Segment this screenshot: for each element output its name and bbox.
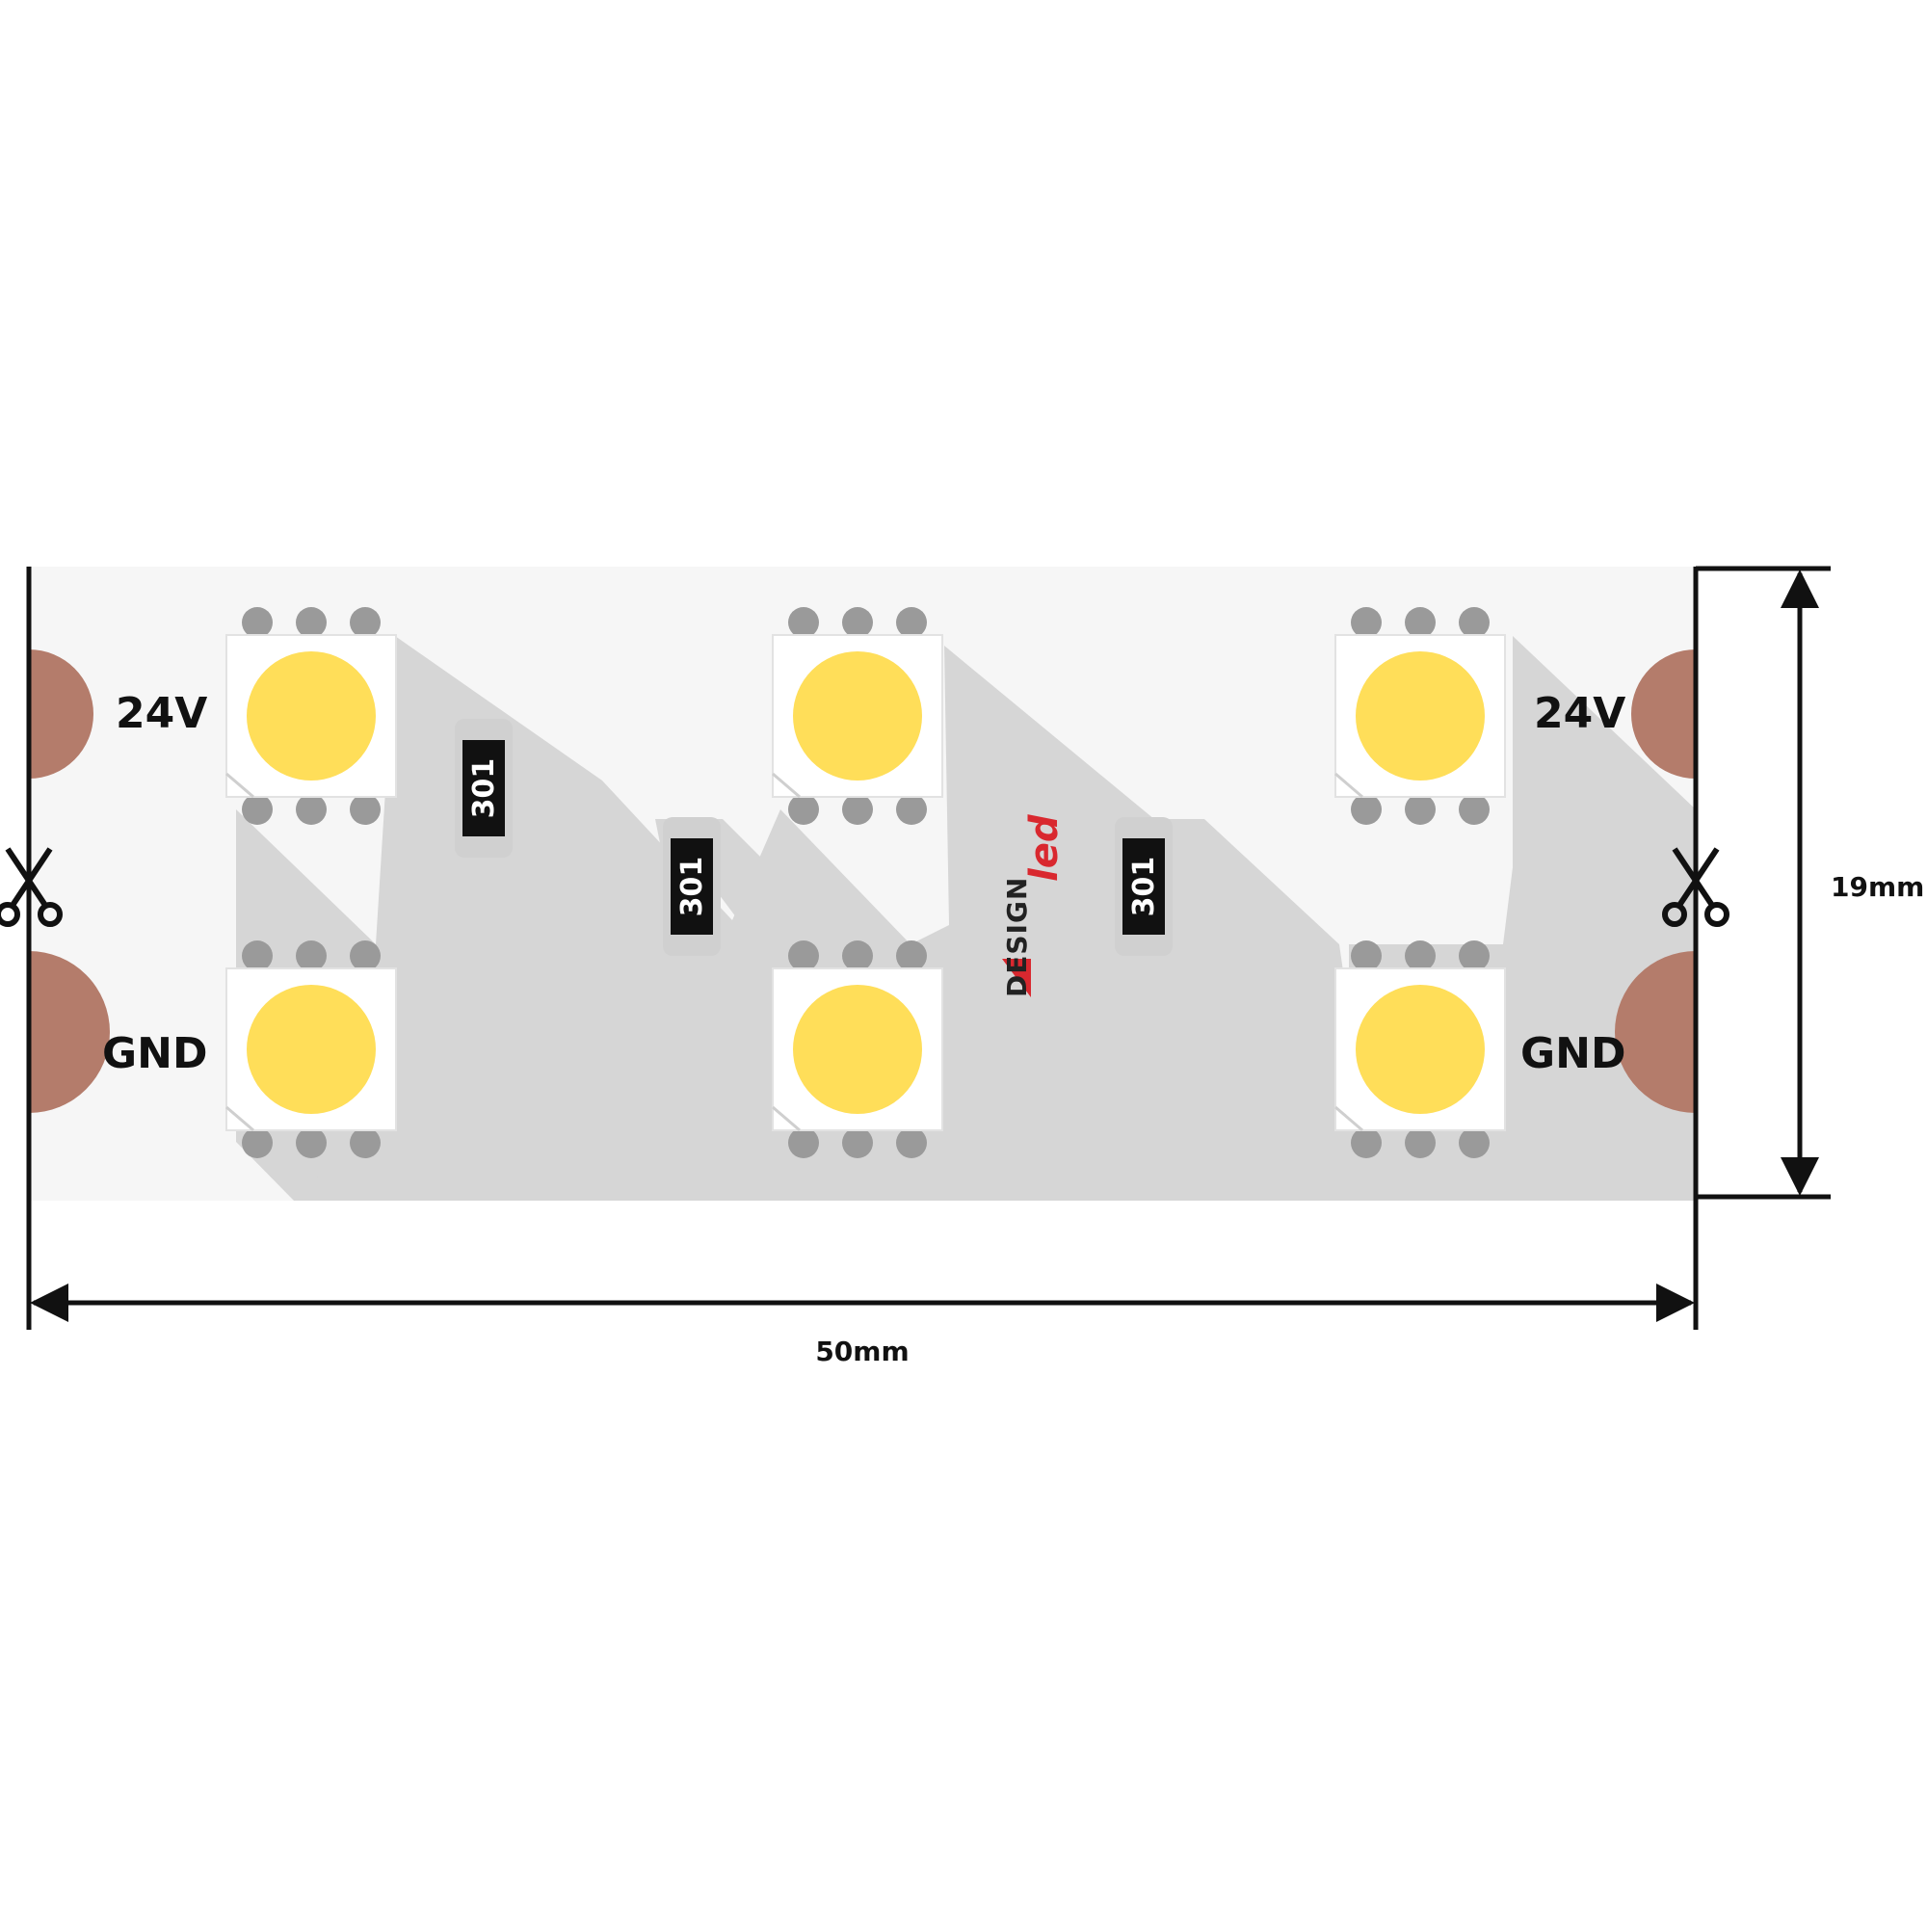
height-dimension-label: 19mm [1831,871,1924,903]
led-pin [788,607,819,638]
power-label-right: 24V [1534,689,1625,738]
led-light [1356,985,1485,1114]
led-array [225,607,1506,1158]
pad-bottom-left [29,951,110,1113]
resistor: 301 [1115,817,1173,956]
led-polarity-mark [1334,1105,1363,1132]
led-pin [896,940,927,971]
ground-label-left: GND [102,1029,207,1078]
led-pin [1459,607,1490,638]
led-pin [1351,607,1382,638]
led-pin [296,1127,327,1158]
ground-label-right: GND [1520,1029,1625,1078]
led-pin [842,794,873,825]
led-polarity-mark [772,1105,801,1132]
pad-top-right [1631,649,1696,779]
resistor-code: 301 [467,758,501,819]
led-light [247,651,376,781]
resistor-code: 301 [1127,857,1161,917]
led-light [1356,651,1485,781]
led-pin [788,940,819,971]
led-pin [242,1127,273,1158]
led-pin [242,794,273,825]
logo-text-primary: DESIGN [1001,877,1033,997]
led-pin [896,607,927,638]
led-pin [1459,940,1490,971]
led-emitter [225,607,397,825]
led-pin [1405,607,1436,638]
resistor: 301 [663,817,721,956]
led-pin [242,607,273,638]
power-label-left: 24V [116,689,207,738]
led-emitter [1334,607,1506,825]
led-light [247,985,376,1114]
logo-red-mark [1002,959,1031,997]
width-dimension [26,567,1699,1330]
led-pin [296,940,327,971]
resistor-array: 301 301 301 [455,719,1173,956]
led-polarity-mark [225,772,254,799]
solder-pads [29,649,1696,1113]
led-light [793,651,922,781]
led-pin [296,794,327,825]
led-pin [1459,1127,1490,1158]
led-pin [350,940,381,971]
led-pin [1405,1127,1436,1158]
led-pin [1405,940,1436,971]
led-polarity-mark [225,1105,254,1132]
led-pin [842,1127,873,1158]
led-pin [896,1127,927,1158]
pad-top-left [29,649,93,779]
led-pin [1351,940,1382,971]
led-pin [788,794,819,825]
led-pin [296,607,327,638]
led-emitter [772,607,943,825]
led-pin [1351,794,1382,825]
led-emitter [772,940,943,1158]
led-emitter [1334,940,1506,1158]
resistor-code: 301 [675,857,709,917]
led-pin [350,794,381,825]
led-pin [1351,1127,1382,1158]
led-pin [1459,794,1490,825]
resistor-body [671,838,713,935]
resistor-body [462,740,505,836]
led-pin [896,794,927,825]
led-polarity-mark [772,772,801,799]
led-pin [842,940,873,971]
led-light [793,985,922,1114]
led-emitter [225,940,397,1158]
led-pin [842,607,873,638]
resistor-body [1122,838,1165,935]
led-pin [350,1127,381,1158]
led-pin [242,940,273,971]
led-pin [788,1127,819,1158]
pad-bottom-right [1615,951,1696,1113]
logo-text-secondary: led [1022,814,1067,882]
width-dimension-label: 50mm [815,1336,909,1367]
led-polarity-mark [1334,772,1363,799]
height-dimension [1696,566,1831,1200]
led-pin [350,607,381,638]
led-pin [1405,794,1436,825]
resistor: 301 [455,719,513,858]
brand-logo: DESIGN led [1001,814,1067,997]
